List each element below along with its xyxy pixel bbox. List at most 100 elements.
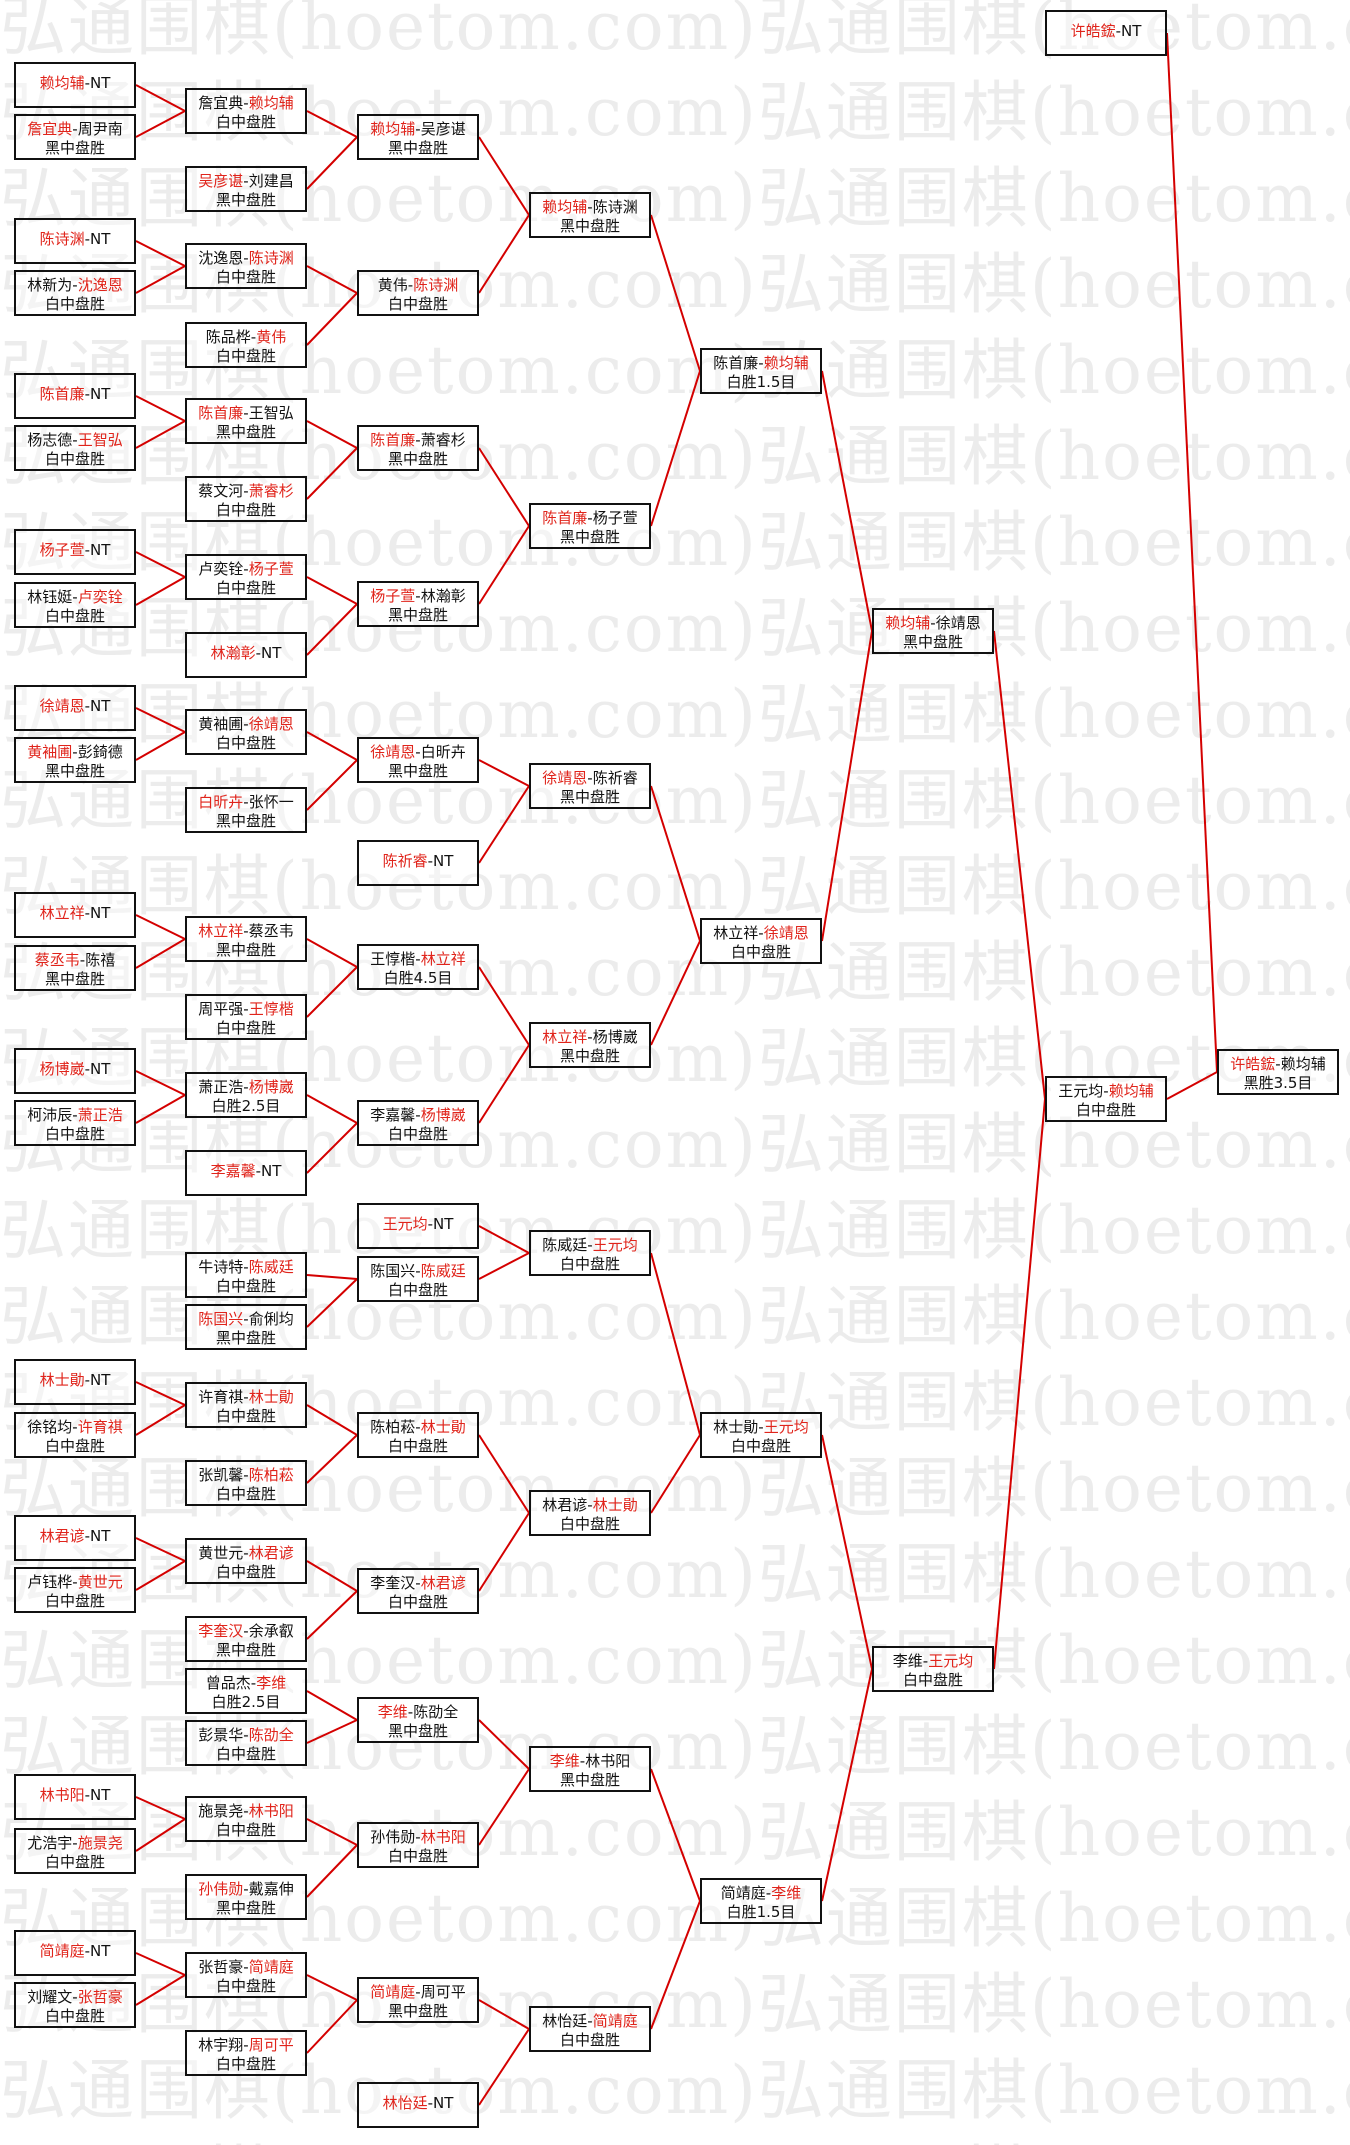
match-players: 王元均-赖均辅 — [1047, 1082, 1165, 1101]
match-players: 蔡文河-萧睿杉 — [187, 482, 305, 501]
vs-separator: - — [250, 1674, 257, 1692]
vs-separator: - — [587, 769, 593, 787]
vs-separator: - — [84, 1942, 91, 1960]
vs-separator: - — [427, 2094, 434, 2112]
player-name: 李嘉馨 — [370, 1106, 416, 1124]
match-result: 白中盘胜 — [44, 1853, 105, 1871]
match-box-r3_12: 李奎汉-林君谚白中盘胜 — [357, 1568, 479, 1614]
match-players: 杨志德-王智弘 — [16, 431, 134, 450]
match-players: 林宇翔-周可平 — [187, 2036, 305, 2055]
player-name: 林新为 — [27, 276, 73, 294]
vs-separator: - — [415, 950, 421, 968]
vs-separator: - — [84, 541, 91, 559]
player-name: 陈国兴 — [370, 1262, 416, 1280]
match-players: 陈诗渊-NT — [16, 230, 134, 249]
player-name: NT — [433, 1215, 454, 1233]
player-name: 杨博崴 — [39, 1060, 85, 1078]
player-name: 沈逸恩 — [198, 249, 244, 267]
connector-r5_01-r6_01 — [821, 370, 873, 632]
connector-r3_16-r4_08 — [478, 2028, 530, 2106]
match-box-r5_03: 林士勛-王元均白中盘胜 — [700, 1412, 822, 1458]
connector-r1_18-r2_19 — [135, 1560, 186, 1591]
vs-separator: - — [84, 1060, 91, 1078]
match-box-r3_11: 陈柏菘-林士勛白中盘胜 — [357, 1412, 479, 1458]
player-name: 彭景华 — [198, 1726, 244, 1744]
match-players: 陈首廉-王智弘 — [187, 404, 305, 423]
player-name: 张哲豪 — [77, 1988, 123, 2006]
player-name: 杨博崴 — [592, 1028, 638, 1046]
connector-r1_22-r2_25 — [135, 1974, 186, 2006]
match-result: 白中盘胜 — [44, 2007, 105, 2025]
player-name: 简靖庭 — [370, 1983, 416, 2001]
match-result: 白胜1.5目 — [726, 1903, 796, 1921]
vs-separator: - — [243, 1622, 249, 1640]
connector-r3_03-r4_02 — [478, 447, 530, 527]
connector-r2_14-r3_08 — [306, 1122, 358, 1174]
player-name: NT — [90, 1060, 111, 1078]
connector-r3_15-r4_08 — [478, 1999, 530, 2030]
player-name: 蔡文河 — [198, 482, 244, 500]
connector-r7_01-final — [1166, 1071, 1218, 1100]
player-name: 赖均辅 — [542, 198, 588, 216]
match-players: 沈逸恩-陈诗渊 — [187, 249, 305, 268]
match-players: 林书阳-NT — [16, 1786, 134, 1805]
vs-separator: - — [415, 1574, 421, 1592]
match-box-r2_14: 李嘉馨-NT — [185, 1150, 307, 1196]
player-name: 赖均辅 — [1280, 1055, 1326, 1073]
match-box-r2_20: 李奎汉-余承叡黑中盘胜 — [185, 1616, 307, 1662]
match-players: 黄袖圃-彭錡德 — [16, 743, 134, 762]
player-name: 王元均 — [382, 1215, 428, 1233]
match-result: 白中盘胜 — [215, 268, 276, 286]
match-result: 白胜2.5目 — [211, 1097, 281, 1115]
match-box-r1_20: 尤浩宇-施景尧白中盘胜 — [14, 1828, 136, 1874]
connector-r3_06-r4_03 — [478, 785, 530, 864]
player-name: 李维 — [892, 1652, 923, 1670]
match-result: 白中盘胜 — [387, 1437, 448, 1455]
player-name: NT — [90, 697, 111, 715]
connector-r3_07-r4_04 — [478, 966, 530, 1046]
match-box-r1_02: 詹宜典-周尹南黑中盘胜 — [14, 114, 136, 160]
match-players: 卢奕铨-杨子萱 — [187, 560, 305, 579]
match-players: 简靖庭-李维 — [702, 1884, 820, 1903]
player-name: 杨志德 — [27, 431, 73, 449]
connector-r4_08-r5_04 — [650, 1900, 701, 2030]
player-name: 王元均 — [928, 1652, 974, 1670]
player-name: 简靖庭 — [720, 1884, 766, 1902]
connector-r3_01-r4_01 — [478, 136, 530, 216]
connector-r2_08-r3_04 — [306, 603, 358, 656]
player-name: NT — [90, 74, 111, 92]
player-name: 徐靖恩 — [370, 743, 416, 761]
player-name: 林士勛 — [248, 1388, 294, 1406]
match-result: 白中盘胜 — [1075, 1101, 1136, 1119]
player-name: 王惇楷 — [370, 950, 416, 968]
match-players: 萧正浩-杨博崴 — [187, 1078, 305, 1097]
match-players: 简靖庭-周可平 — [359, 1983, 477, 2002]
match-players: 刘耀文-张哲豪 — [16, 1988, 134, 2007]
match-players: 詹宜典-赖均辅 — [187, 94, 305, 113]
player-name: 陈威廷 — [248, 1258, 294, 1276]
connector-r2_07-r3_04 — [306, 576, 358, 605]
vs-separator: - — [255, 1162, 262, 1180]
vs-separator: - — [243, 560, 249, 578]
match-players: 白昕卉-张怀一 — [187, 793, 305, 812]
match-result: 白胜2.5目 — [211, 1693, 281, 1711]
match-box-r5_04: 简靖庭-李维白胜1.5目 — [700, 1878, 822, 1924]
player-name: 赖均辅 — [370, 120, 416, 138]
player-name: 陈柏菘 — [370, 1418, 416, 1436]
match-result: 黑中盘胜 — [559, 528, 620, 546]
match-result: 黑中盘胜 — [559, 788, 620, 806]
match-box-r1_06: 杨志德-王智弘白中盘胜 — [14, 425, 136, 471]
vs-separator: - — [243, 1258, 249, 1276]
connector-r4_03-r5_02 — [650, 785, 701, 942]
match-players: 林立祥-徐靖恩 — [702, 924, 820, 943]
match-box-r2_10: 白昕卉-张怀一黑中盘胜 — [185, 787, 307, 833]
vs-separator: - — [579, 1752, 586, 1770]
vs-separator: - — [72, 431, 78, 449]
match-box-r3_07: 王惇楷-林立祥白胜4.5目 — [357, 944, 479, 990]
connector-r2_18-r3_11 — [306, 1434, 358, 1484]
match-players: 林怡廷-NT — [359, 2094, 477, 2113]
connector-r2_13-r3_08 — [306, 1094, 358, 1124]
player-name: 萧正浩 — [198, 1078, 244, 1096]
match-result: 黑中盘胜 — [387, 1722, 448, 1740]
